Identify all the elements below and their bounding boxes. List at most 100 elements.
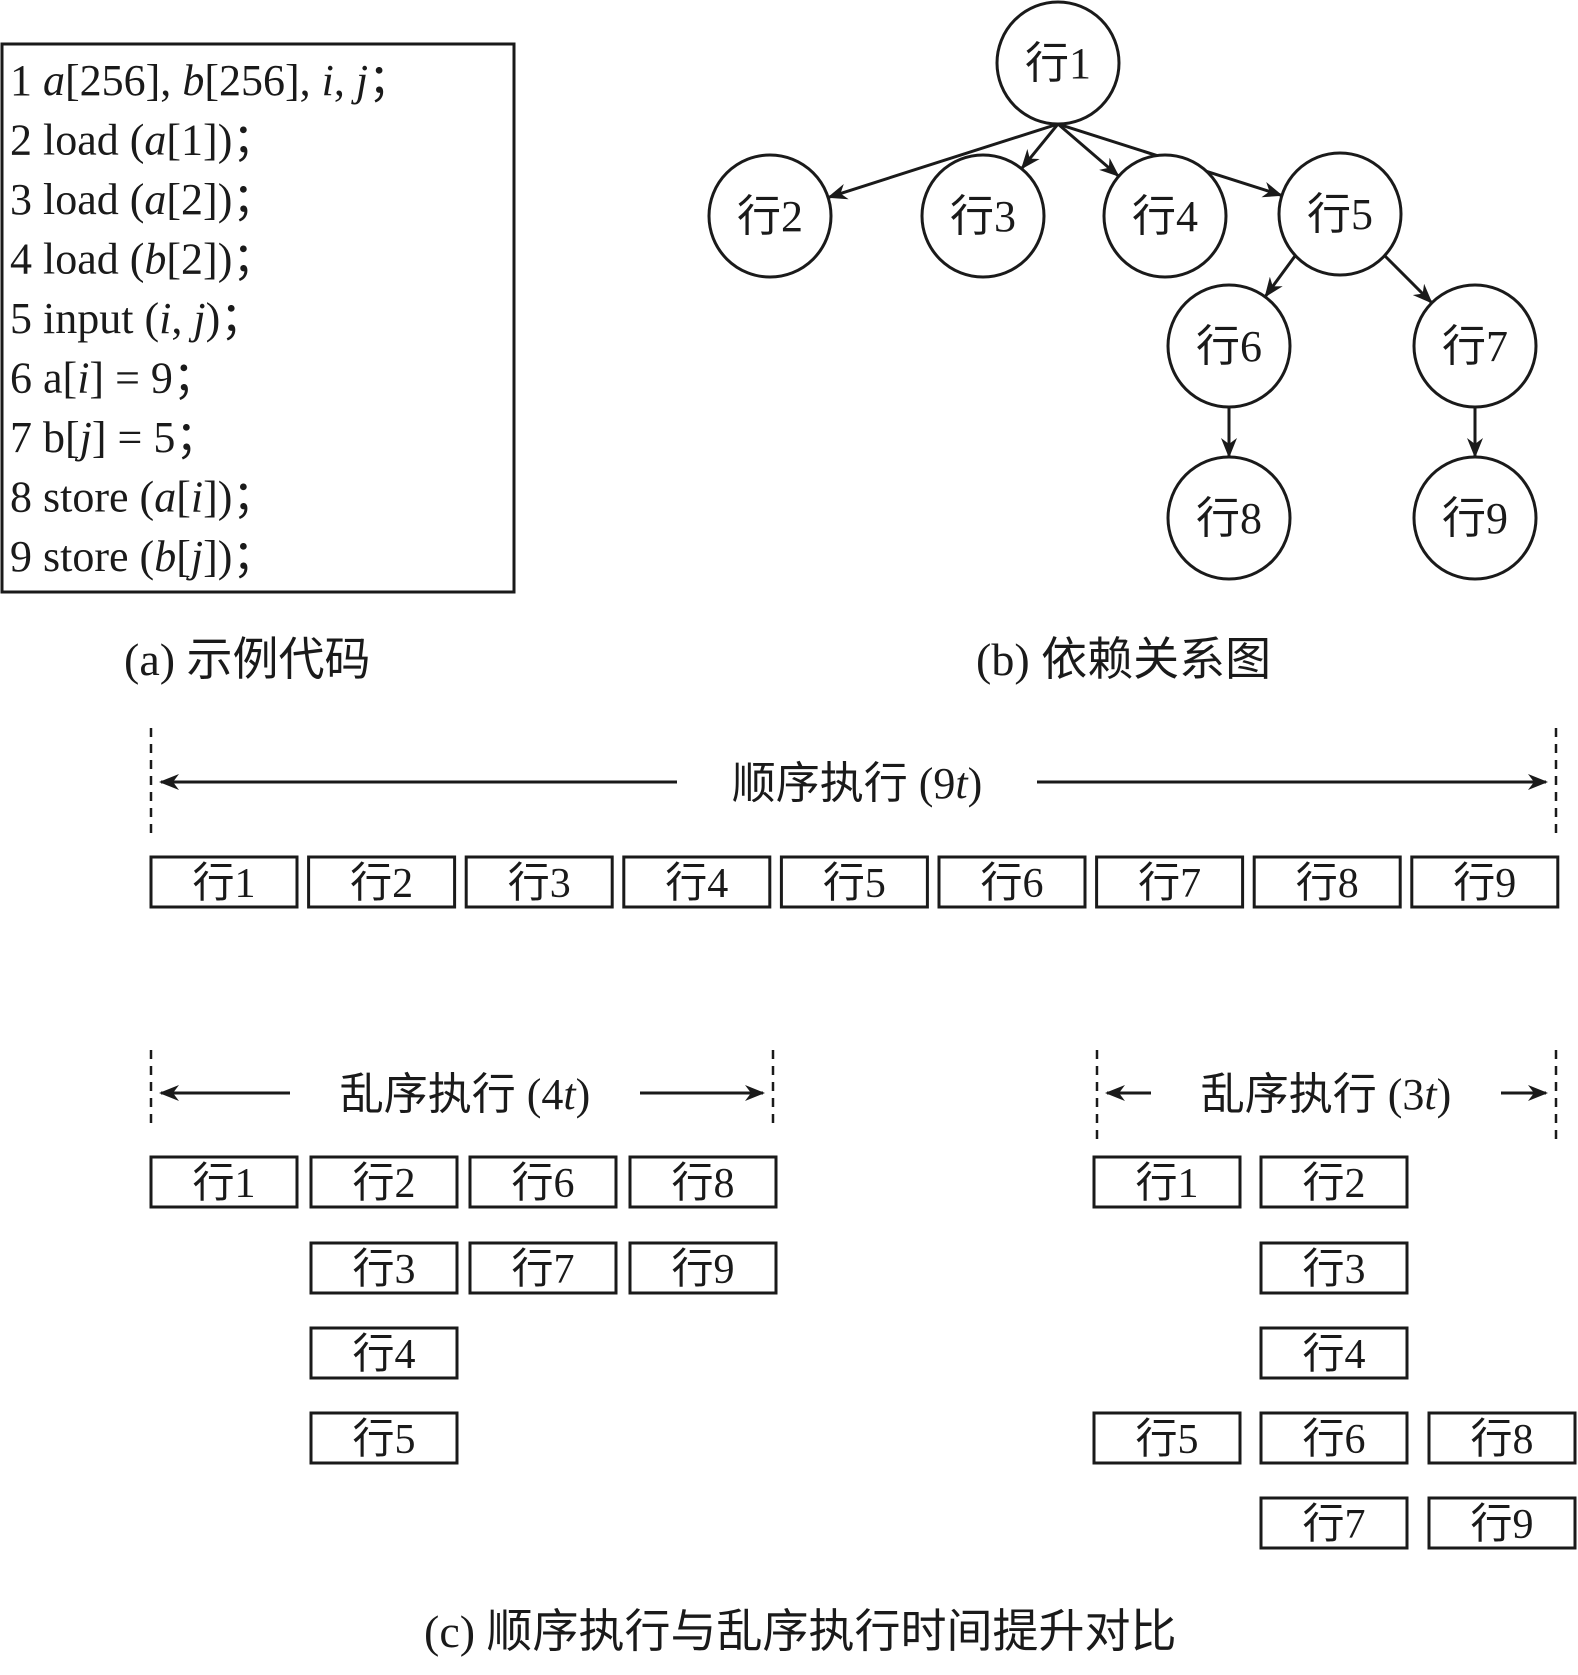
span-label-var: t <box>955 759 969 808</box>
step-box-label: 行2 <box>1302 1161 1365 1207</box>
span-label-var: t <box>1424 1070 1438 1119</box>
dependency-edge <box>1020 123 1060 170</box>
span-label: 顺序执行 (9t) <box>732 759 983 808</box>
span-label: 乱序执行 (3t) <box>1201 1070 1452 1119</box>
node-label: 行1 <box>1025 39 1091 88</box>
step-box: 行4 <box>622 855 772 909</box>
node-label: 行9 <box>1442 494 1508 543</box>
step-box-frame <box>1427 1496 1577 1550</box>
step-box: 行6 <box>937 855 1087 909</box>
code-token: 5 input ( <box>10 294 159 343</box>
span-label-main: 顺序执行 (9 <box>732 759 956 808</box>
code-token: , <box>334 56 356 105</box>
code-line: 3 load (a[2])； <box>10 175 276 224</box>
step-box-frame <box>1259 1241 1409 1295</box>
graph-edges <box>827 122 1483 458</box>
code-panel: 1 a[256], b[256], i, j；2 load (a[1])；3 l… <box>0 42 516 594</box>
step-box-label: 行1 <box>192 1161 255 1207</box>
step-box-frame <box>622 855 772 909</box>
step-box-label: 行2 <box>350 861 413 907</box>
dependency-edge <box>827 122 1059 200</box>
code-line: 1 a[256], b[256], i, j； <box>10 56 412 105</box>
ooo3-boxes: 行1 行5 行2 行3 行4 行6 行7 行8 行9 <box>1092 1155 1577 1550</box>
code-token: [ <box>176 532 191 581</box>
step-box-label: 行8 <box>1470 1417 1533 1463</box>
step-box-label: 行9 <box>1470 1502 1533 1548</box>
graph-node: 行9 <box>1412 455 1538 581</box>
step-box-label: 行2 <box>352 1161 415 1207</box>
code-token: ])； <box>203 473 276 522</box>
step-box-frame <box>628 1155 778 1209</box>
node-label: 行6 <box>1196 322 1262 371</box>
step-box-frame <box>1259 1496 1409 1550</box>
step-box-frame <box>468 1241 618 1295</box>
step-box-frame <box>937 855 1087 909</box>
span-label-var: t <box>563 1070 577 1119</box>
code-line: 2 load (a[1])； <box>10 116 276 165</box>
step-box: 行9 <box>1427 1496 1577 1550</box>
step-box-label: 行4 <box>1302 1332 1365 1378</box>
step-box-frame <box>1259 1326 1409 1380</box>
code-line: 4 load (b[2])； <box>10 235 276 284</box>
step-box-label: 行4 <box>665 861 728 907</box>
code-token: i <box>77 354 89 403</box>
span-label-end: ) <box>576 1070 591 1119</box>
step-box-frame <box>1095 855 1245 909</box>
node-circle <box>1412 455 1538 581</box>
dependency-edge <box>1383 254 1433 304</box>
step-box: 行2 <box>309 1155 459 1209</box>
span-label: 乱序执行 (4t) <box>340 1070 591 1119</box>
dependency-edge <box>1264 255 1297 298</box>
step-box: 行4 <box>1259 1326 1409 1380</box>
step-box-frame <box>1427 1411 1577 1465</box>
step-box-label: 行6 <box>980 861 1043 907</box>
code-line: 6 a[i] = 9； <box>10 354 217 403</box>
step-box-frame <box>309 1241 459 1295</box>
node-label: 行3 <box>950 192 1016 241</box>
step-box: 行2 <box>307 855 457 909</box>
step-box-label: 行7 <box>1302 1502 1365 1548</box>
code-token: 9 store ( <box>10 532 154 581</box>
step-box: 行3 <box>309 1241 459 1295</box>
code-line: 9 store (b[j])； <box>10 532 276 581</box>
code-token: j <box>351 56 368 105</box>
code-token: 1 <box>10 56 43 105</box>
span-label-main: 乱序执行 (4 <box>340 1070 564 1119</box>
step-box-label: 行3 <box>508 861 571 907</box>
step-box: 行4 <box>309 1326 459 1380</box>
step-box: 行3 <box>1259 1241 1409 1295</box>
step-box: 行2 <box>1259 1155 1409 1209</box>
code-token: ； <box>368 56 412 105</box>
step-box-label: 行5 <box>1135 1417 1198 1463</box>
step-box: 行1 <box>1092 1155 1242 1209</box>
code-token: [2])； <box>166 235 276 284</box>
code-token: ] = 5； <box>92 413 219 462</box>
step-box: 行9 <box>1410 855 1560 909</box>
step-box: 行1 <box>149 1155 299 1209</box>
code-token: b <box>182 56 204 105</box>
step-box: 行3 <box>464 855 614 909</box>
code-token: [256], <box>204 56 321 105</box>
step-box-label: 行5 <box>823 861 886 907</box>
step-box-label: 行6 <box>511 1161 574 1207</box>
code-token: , <box>171 294 193 343</box>
step-box: 行7 <box>468 1241 618 1295</box>
graph-node: 行5 <box>1277 151 1403 277</box>
step-box: 行6 <box>1259 1411 1409 1465</box>
code-token: 2 load ( <box>10 116 144 165</box>
step-box: 行1 <box>149 855 299 909</box>
step-box-frame <box>779 855 929 909</box>
step-box-frame <box>1252 855 1402 909</box>
code-token: a <box>43 56 65 105</box>
code-token: i <box>159 294 171 343</box>
step-box-label: 行3 <box>352 1247 415 1293</box>
code-token: j <box>186 532 203 581</box>
step-box-label: 行7 <box>1138 861 1201 907</box>
step-box-frame <box>309 1411 459 1465</box>
code-line: 8 store (a[i])； <box>10 473 276 522</box>
node-circle <box>707 153 833 279</box>
